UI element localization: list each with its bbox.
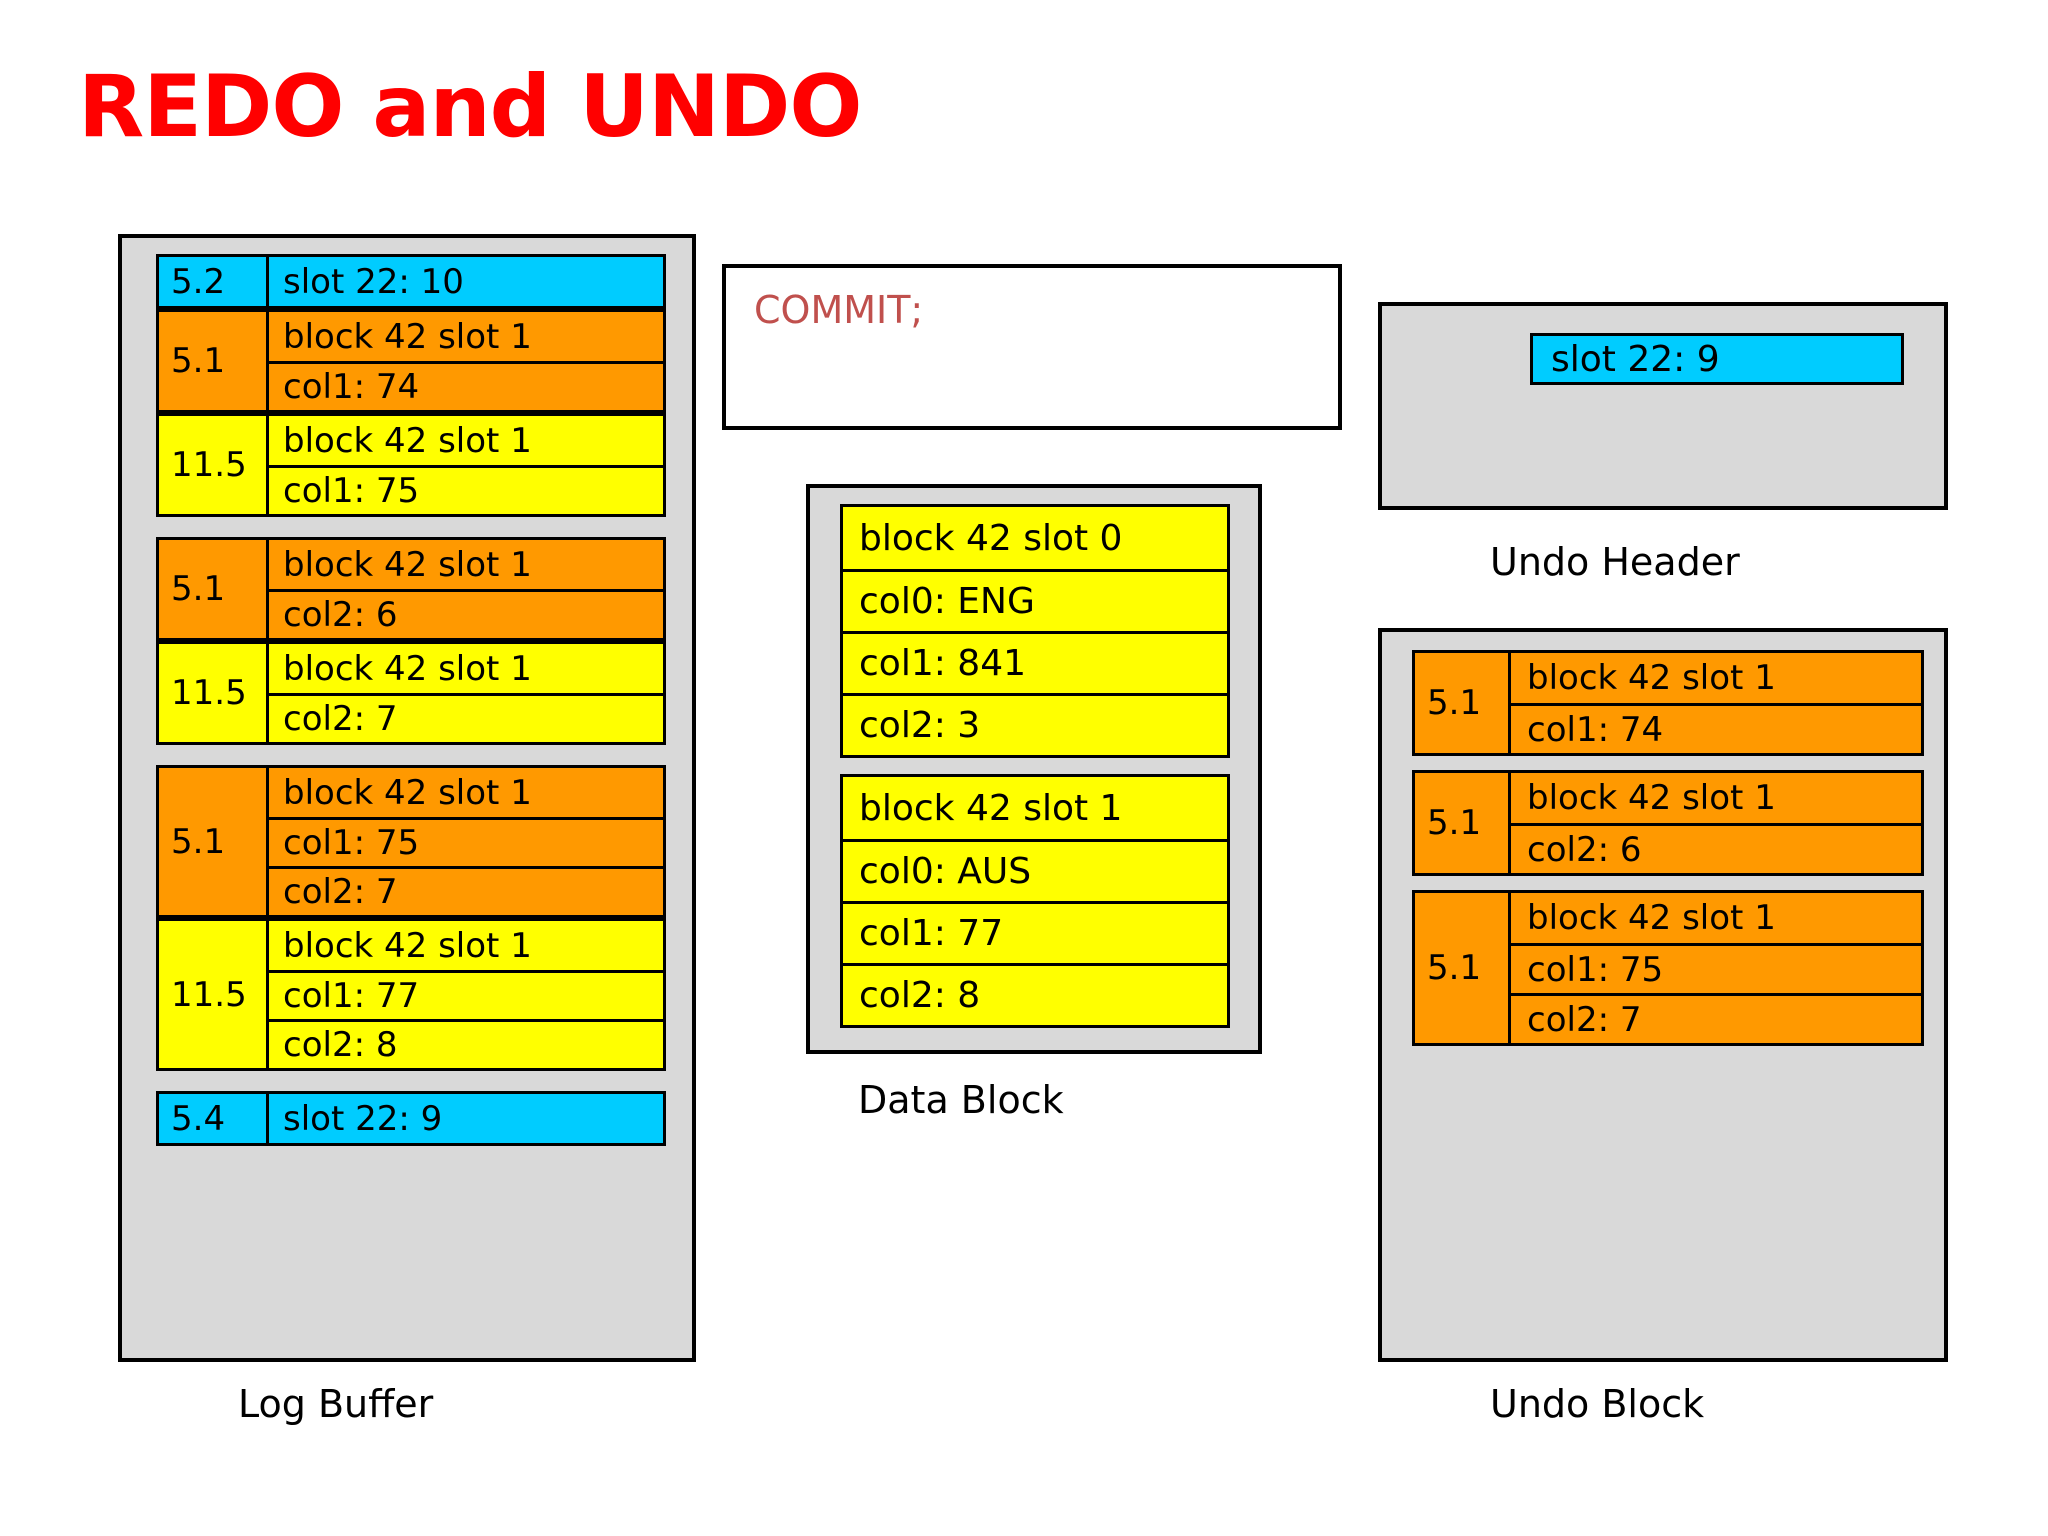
log-entry-scn: 11.5 [159, 416, 269, 514]
undo-entry-row: col1: 75 [1511, 943, 1921, 993]
log-entry-scn: 5.4 [159, 1094, 269, 1143]
undo-entry-row: col2: 7 [1511, 993, 1921, 1043]
log-entry-scn: 5.1 [159, 768, 269, 915]
undo-header-panel: slot 22: 9 [1378, 302, 1948, 510]
data-block-row: col1: 77 [843, 901, 1227, 963]
log-entry-rows: slot 22: 10 [269, 257, 663, 306]
log-entry-row: col2: 7 [269, 866, 663, 915]
undo-entry-row: block 42 slot 1 [1511, 773, 1921, 823]
log-entry-row: slot 22: 9 [269, 1094, 663, 1143]
log-entry-scn: 5.1 [159, 312, 269, 410]
commit-statement-text: COMMIT; [754, 288, 924, 332]
log-entry-scn: 11.5 [159, 921, 269, 1068]
log-entry-row: block 42 slot 1 [269, 416, 663, 465]
log-entry-row: block 42 slot 1 [269, 921, 663, 970]
data-block-row: col0: ENG [843, 569, 1227, 631]
log-entry-row: col2: 6 [269, 589, 663, 638]
data-block-row: block 42 slot 0 [843, 507, 1227, 569]
data-block-row: col0: AUS [843, 839, 1227, 901]
log-entry-row: col2: 7 [269, 693, 663, 742]
undo-header-caption: Undo Header [1490, 540, 1740, 584]
log-entry-row: block 42 slot 1 [269, 540, 663, 589]
data-block-row: col2: 8 [843, 963, 1227, 1025]
data-block-caption: Data Block [858, 1078, 1064, 1122]
log-entry-row: block 42 slot 1 [269, 644, 663, 693]
undo-entry-scn: 5.1 [1415, 773, 1511, 873]
log-entry-scn: 5.1 [159, 540, 269, 638]
data-block-row: col1: 841 [843, 631, 1227, 693]
log-entry-row: block 42 slot 1 [269, 312, 663, 361]
data-block-row: block 42 slot 1 [843, 777, 1227, 839]
log-entry-row: slot 22: 10 [269, 257, 663, 306]
undo-entry-row: block 42 slot 1 [1511, 653, 1921, 703]
undo-entry-scn: 5.1 [1415, 653, 1511, 753]
log-entry-row: block 42 slot 1 [269, 768, 663, 817]
undo-entry-row: col1: 74 [1511, 703, 1921, 753]
undo-header-slot-entry: slot 22: 9 [1530, 333, 1904, 385]
undo-entry-row: block 42 slot 1 [1511, 893, 1921, 943]
log-entry-scn: 5.2 [159, 257, 269, 306]
log-entry-row: col1: 75 [269, 817, 663, 866]
log-buffer-caption: Log Buffer [238, 1382, 434, 1426]
undo-entry-scn: 5.1 [1415, 893, 1511, 1043]
log-entry-row: col1: 74 [269, 361, 663, 410]
undo-block-caption: Undo Block [1490, 1382, 1705, 1426]
log-entry-row: col1: 77 [269, 970, 663, 1019]
commit-statement-box: COMMIT; [722, 264, 1342, 430]
page-title: REDO and UNDO [78, 57, 862, 157]
log-entry-scn: 11.5 [159, 644, 269, 742]
log-entry-row: col1: 75 [269, 465, 663, 514]
log-entry-row: col2: 8 [269, 1019, 663, 1068]
undo-entry-row: col2: 6 [1511, 823, 1921, 873]
log-entry-rows: slot 22: 9 [269, 1094, 663, 1143]
data-block-row: col2: 3 [843, 693, 1227, 755]
